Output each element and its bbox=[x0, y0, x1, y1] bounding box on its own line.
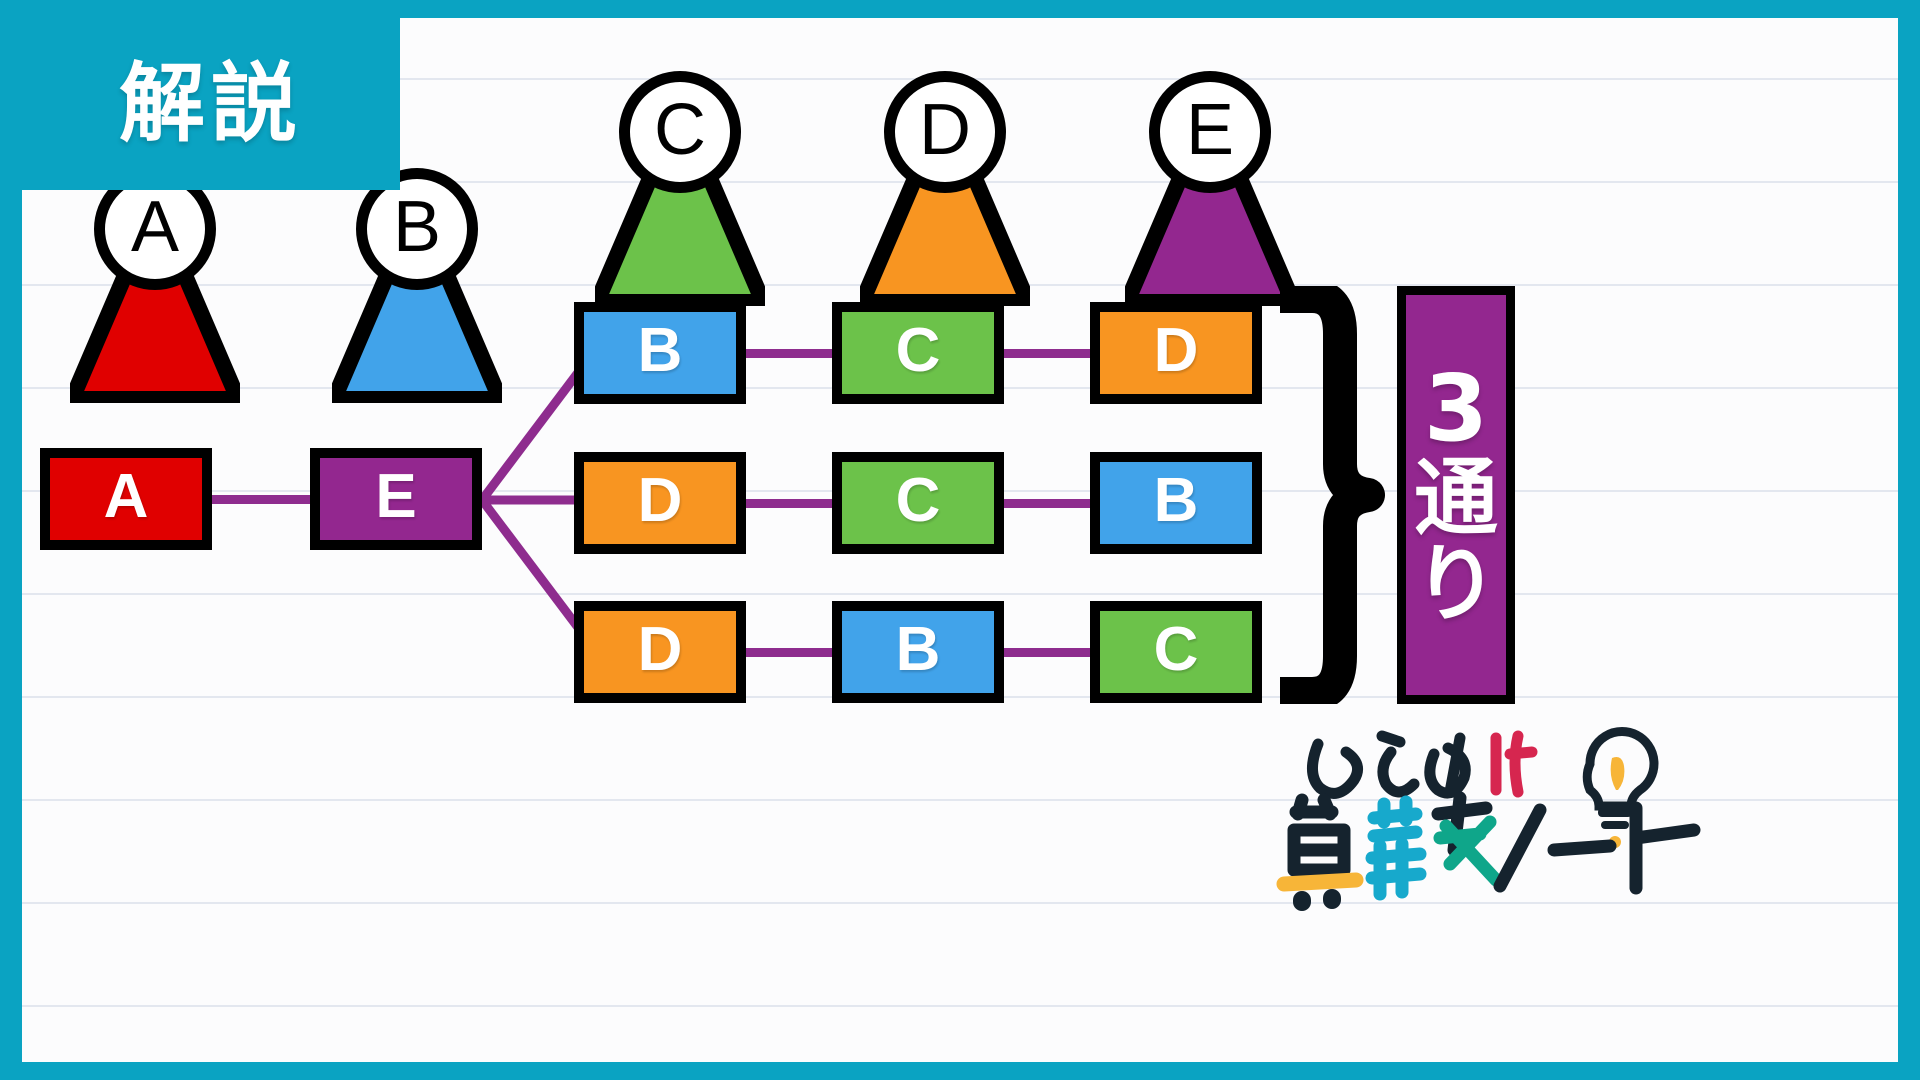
tree-root-a[interactable]: A bbox=[40, 448, 212, 550]
tree-cell-label: B bbox=[637, 316, 683, 385]
tree-cell-label: B bbox=[1153, 466, 1199, 535]
person-b-label: B bbox=[392, 187, 442, 267]
tree-row-2-cell-2[interactable]: C bbox=[1090, 601, 1262, 703]
result-badge: 3 通 り bbox=[1397, 286, 1515, 704]
tree-cell-label: B bbox=[895, 615, 941, 684]
tree-cell-label: C bbox=[895, 316, 941, 385]
link-row-2-0 bbox=[746, 648, 832, 657]
person-e: E bbox=[1125, 71, 1295, 306]
tree-cell-label: D bbox=[1153, 316, 1199, 385]
brand-logo bbox=[1276, 727, 1701, 911]
tree-row-1-cell-0[interactable]: D bbox=[574, 452, 746, 554]
tree-node-e[interactable]: E bbox=[310, 448, 482, 550]
curly-brace-icon bbox=[1280, 286, 1385, 704]
tree-cell-label: D bbox=[637, 615, 683, 684]
link-a-e bbox=[212, 495, 310, 504]
person-a: A bbox=[70, 168, 240, 403]
result-unit-1: 通 bbox=[1413, 449, 1498, 548]
result-unit-2: り bbox=[1413, 534, 1498, 633]
person-e-label: E bbox=[1185, 90, 1235, 170]
tree-node-e-label: E bbox=[375, 462, 417, 531]
link-row-1-1 bbox=[1004, 499, 1090, 508]
section-badge: 解説 bbox=[22, 18, 400, 190]
tree-row-2-cell-0[interactable]: D bbox=[574, 601, 746, 703]
tree-row-0-cell-0[interactable]: B bbox=[574, 302, 746, 404]
tree-cell-label: D bbox=[637, 466, 683, 535]
tree-root-a-label: A bbox=[103, 462, 149, 531]
person-e-head: E bbox=[1149, 71, 1271, 193]
notebook-page: 解説 A B C D bbox=[22, 18, 1898, 1062]
tree-cell-label: C bbox=[895, 466, 941, 535]
link-row-0-0 bbox=[746, 349, 832, 358]
person-c: C bbox=[595, 71, 765, 306]
rule-line bbox=[22, 902, 1898, 904]
person-c-head: C bbox=[619, 71, 741, 193]
person-c-label: C bbox=[654, 90, 706, 170]
tree-row-0-cell-2[interactable]: D bbox=[1090, 302, 1262, 404]
logo-bottom-text bbox=[1276, 791, 1701, 911]
tree-row-1-cell-2[interactable]: B bbox=[1090, 452, 1262, 554]
tree-row-2-cell-1[interactable]: B bbox=[832, 601, 1004, 703]
person-d-label: D bbox=[919, 90, 971, 170]
logo-top-text bbox=[1307, 730, 1538, 799]
rule-line bbox=[22, 799, 1898, 801]
person-b: B bbox=[332, 168, 502, 403]
rule-line bbox=[22, 1005, 1898, 1007]
tree-row-0-cell-1[interactable]: C bbox=[832, 302, 1004, 404]
link-row-1-0 bbox=[746, 499, 832, 508]
tree-row-1-cell-1[interactable]: C bbox=[832, 452, 1004, 554]
person-a-label: A bbox=[130, 187, 180, 267]
person-d: D bbox=[860, 71, 1030, 306]
tree-cell-label: C bbox=[1153, 615, 1199, 684]
link-row-0-1 bbox=[1004, 349, 1090, 358]
section-badge-label: 解説 bbox=[119, 54, 303, 154]
rule-line bbox=[22, 593, 1898, 595]
person-d-head: D bbox=[884, 71, 1006, 193]
result-number: 3 bbox=[1423, 355, 1488, 463]
link-row-2-1 bbox=[1004, 648, 1090, 657]
